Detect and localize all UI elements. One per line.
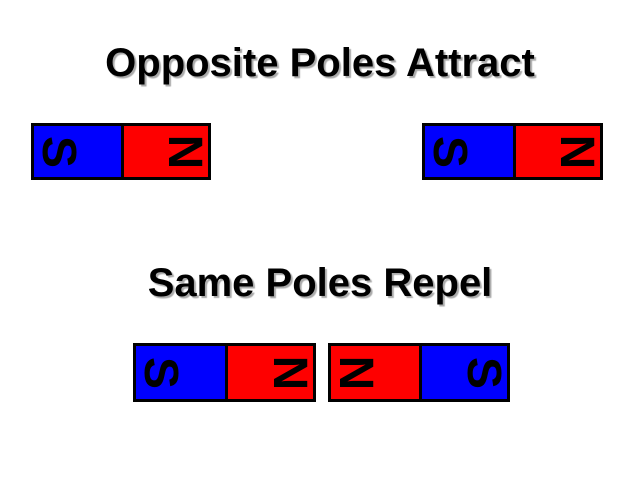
pole-label-south: S (423, 135, 476, 168)
magnet-attract-right: S N (422, 123, 603, 180)
repel-section-title: Same Poles Repel (147, 261, 493, 305)
south-pole: S (32, 126, 121, 177)
south-pole: S (423, 126, 513, 177)
south-pole: S (419, 346, 510, 399)
north-pole: N (512, 126, 603, 177)
north-pole: N (121, 126, 211, 177)
pole-label-north: N (550, 134, 603, 169)
magnet-repel-right: N S (328, 343, 510, 402)
pole-label-south: S (32, 135, 85, 168)
pole-label-south: S (134, 356, 187, 389)
magnet-attract-left: S N (31, 123, 211, 180)
south-pole: S (134, 346, 225, 399)
magnet-repel-left: S N (133, 343, 316, 402)
pole-label-south: S (457, 356, 510, 389)
pole-label-north: N (158, 134, 211, 169)
pole-label-north: N (329, 355, 382, 390)
attract-section-title: Opposite Poles Attract (105, 41, 535, 85)
north-pole: N (224, 346, 316, 399)
north-pole: N (329, 346, 419, 399)
pole-label-north: N (263, 355, 316, 390)
